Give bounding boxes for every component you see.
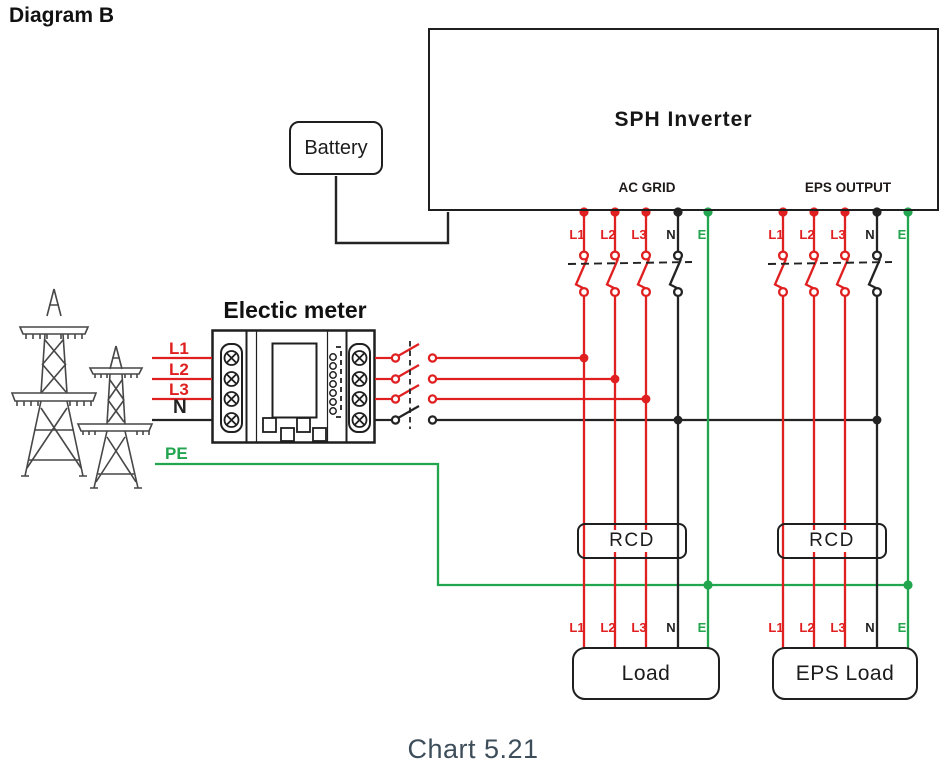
battery-label: Battery (304, 136, 368, 159)
ac-terminal-e-label: E (697, 227, 707, 242)
load-terminal-l1-label: L1 (569, 620, 585, 635)
epsload-terminal-l2-label: L2 (799, 620, 815, 635)
load-box: Load (572, 647, 720, 700)
junction-dots (579, 353, 913, 590)
meter-isolator-switches (375, 341, 877, 429)
battery-wire (334, 176, 450, 245)
load-terminal-e-label: E (697, 620, 707, 635)
battery-box: Battery (289, 121, 383, 175)
electric-meter-graphic (211, 329, 376, 444)
rcd-box-eps: RCD (777, 523, 887, 559)
supply-l3-label: L3 (169, 380, 189, 399)
eps-load-label: EPS Load (795, 661, 895, 685)
ac-terminal-l1-label: L1 (569, 227, 585, 242)
eps-output-port-label: EPS OUTPUT (804, 180, 892, 195)
eps-output-breaker-wires (767, 212, 910, 648)
supply-l2-label: L2 (169, 360, 189, 379)
eps-terminal-l1-label: L1 (768, 227, 784, 242)
eps-terminal-e-label: E (897, 227, 907, 242)
load-label: Load (621, 661, 671, 685)
ac-grid-port-label: AC GRID (618, 180, 676, 195)
eps-terminal-l2-label: L2 (799, 227, 815, 242)
supply-pe-label: PE (165, 444, 188, 463)
eps-load-box: EPS Load (772, 647, 918, 700)
load-terminal-l3-label: L3 (631, 620, 647, 635)
load-terminal-l2-label: L2 (600, 620, 616, 635)
eps-terminal-n-label: N (865, 227, 875, 242)
epsload-terminal-e-label: E (897, 620, 907, 635)
epsload-terminal-n-label: N (865, 620, 875, 635)
supply-l1-label: L1 (169, 339, 189, 358)
inverter-label: SPH Inverter (614, 108, 753, 131)
ac-grid-breaker-wires (567, 212, 710, 648)
epsload-terminal-l3-label: L3 (830, 620, 846, 635)
transmission-towers-icon (10, 288, 154, 489)
rcd-label: RCD (604, 530, 660, 552)
supply-wires (152, 356, 908, 587)
load-terminal-n-label: N (666, 620, 676, 635)
inverter-box: SPH Inverter AC GRID EPS OUTPUT (428, 28, 939, 211)
ac-terminal-l3-label: L3 (631, 227, 647, 242)
rcd-label: RCD (804, 530, 860, 552)
eps-terminal-l3-label: L3 (830, 227, 846, 242)
ac-terminal-n-label: N (666, 227, 676, 242)
chart-caption: Chart 5.21 (407, 734, 539, 764)
diagram-title: Diagram B (9, 4, 115, 27)
epsload-terminal-l1-label: L1 (768, 620, 784, 635)
meter-title: Electic meter (223, 297, 367, 323)
rcd-box-load: RCD (577, 523, 687, 559)
supply-n-label: N (173, 397, 187, 418)
ac-terminal-l2-label: L2 (600, 227, 616, 242)
